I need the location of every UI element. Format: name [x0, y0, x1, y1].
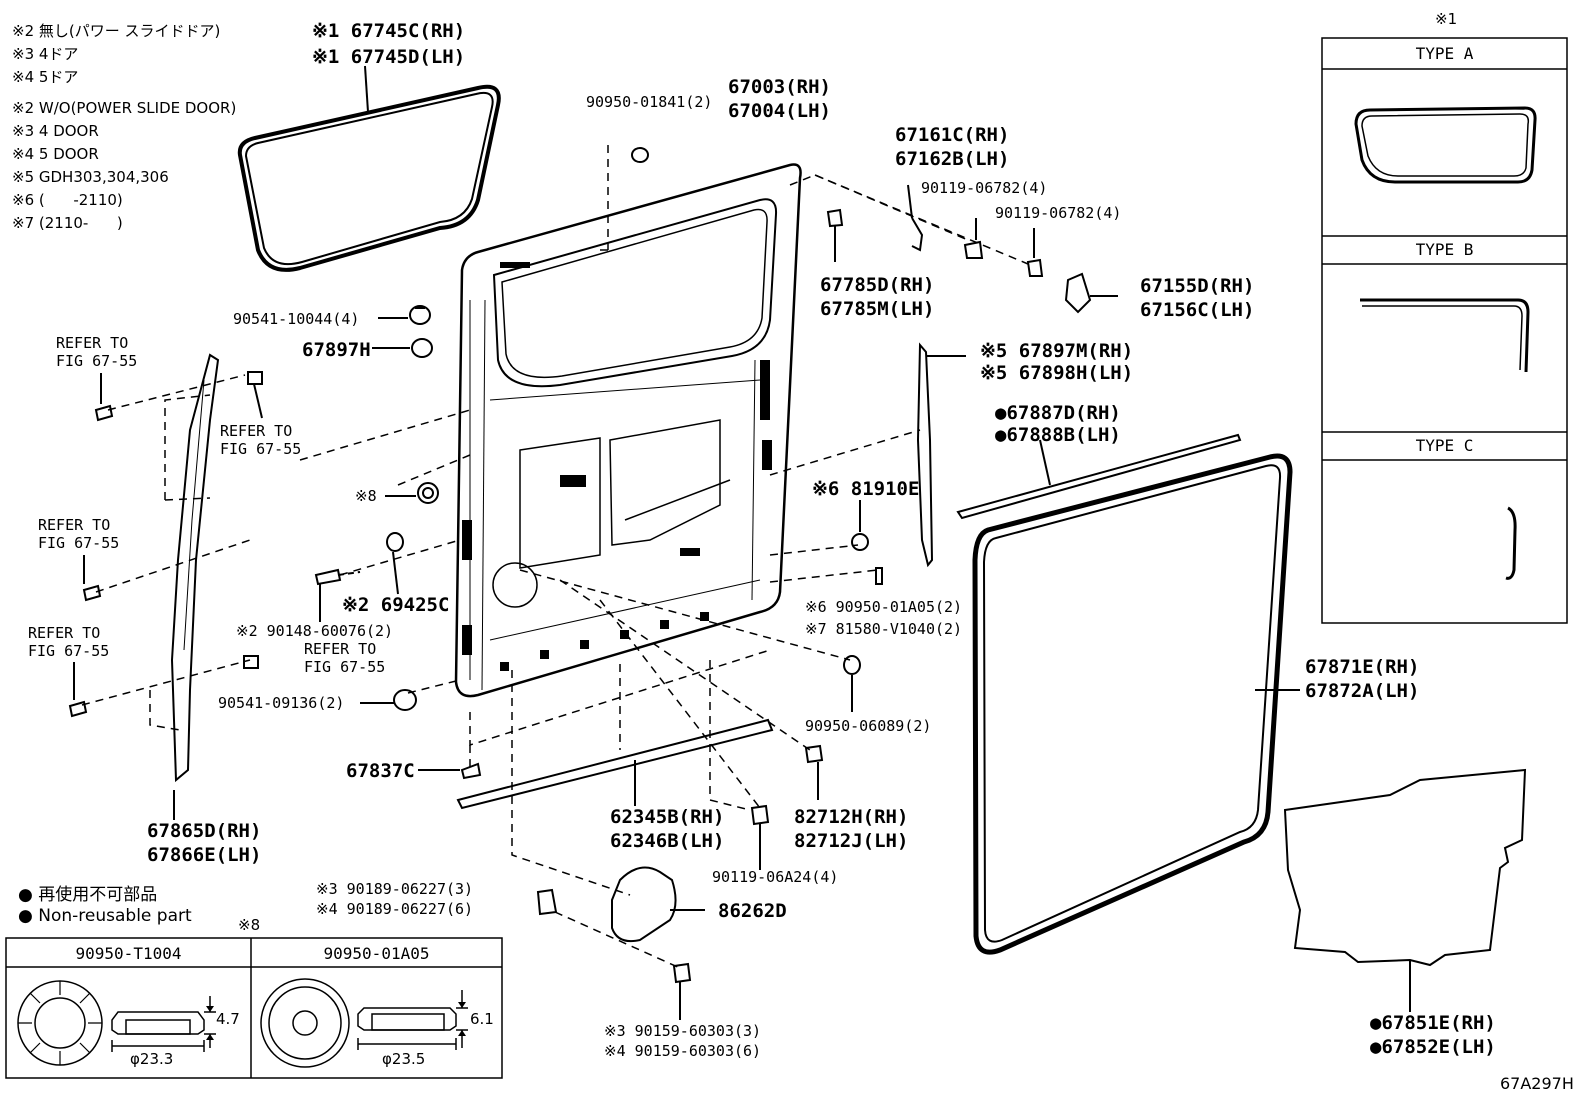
label-bolt-2: 90119-06782(4): [995, 204, 1122, 222]
legend-ja: ● 再使用不可部品: [18, 885, 158, 905]
label-screw-60303-4: ※4 90159-60303(6): [604, 1042, 762, 1060]
label-clip-09136: 90541-09136(2): [218, 694, 345, 712]
label-belt-weather-lh: ●67888B(LH): [995, 424, 1121, 446]
note-7: ※5 GDH303,304,306: [12, 168, 169, 186]
dim-dia-left: φ23.3: [130, 1050, 174, 1068]
label-clip-67837: 67837C: [346, 760, 415, 782]
service-cover-drawing: [611, 866, 677, 943]
label-garnish-lh: 67866E(LH): [147, 844, 262, 866]
note-4: ※2 W/O(POWER SLIDE DOOR): [12, 99, 237, 117]
label-garnish-rh: 67865D(RH): [147, 820, 262, 842]
label-refer2-b: FIG 67-55: [220, 440, 302, 458]
legend-en: ● Non-reusable part: [18, 906, 192, 926]
glass-weatherstrip-drawing: [237, 65, 501, 272]
label-refer5-b: FIG 67-55: [304, 658, 386, 676]
label-cushion: 67897H: [302, 339, 371, 361]
detail-part-left: 90950-T1004: [75, 944, 182, 963]
note-5: ※3 4 DOOR: [12, 122, 99, 140]
label-refer4-a: REFER TO: [28, 624, 101, 642]
label-plug-01a05: ※6 90950-01A05(2): [805, 598, 963, 616]
door-panel-drawing: [454, 163, 802, 698]
label-clip-06227-4: ※4 90189-06227(6): [316, 900, 474, 918]
label-hinge-upper-lh: 67162B(LH): [895, 148, 1010, 170]
label-mark-8: ※8: [355, 487, 377, 505]
label-hinge-upper-rh: 67161C(RH): [895, 124, 1010, 146]
dim-height-right: 6.1: [470, 1010, 494, 1028]
dim-dia-right: φ23.5: [382, 1050, 426, 1068]
note-9: ※7 (2110- ): [12, 214, 123, 232]
label-trim-rh: 62345B(RH): [610, 806, 725, 828]
label-hinge-lower-lh: 67156C(LH): [1140, 299, 1255, 321]
label-clip-4: 90541-10044(4): [233, 310, 360, 328]
legend-ja-text: 再使用不可部品: [38, 885, 158, 905]
label-seal-sheet-rh: ●67851E(RH): [1370, 1012, 1496, 1034]
note-3: ※4 5ドア: [12, 68, 79, 86]
label-refer2-a: REFER TO: [220, 422, 293, 440]
label-glass-weather-lh: ※1 67745D(LH): [312, 46, 466, 68]
type-a-title: TYPE A: [1415, 44, 1474, 63]
lower-trim-drawing: [456, 718, 774, 810]
type-c-title: TYPE C: [1415, 436, 1474, 455]
label-door-weather-rh: 67871E(RH): [1305, 656, 1420, 678]
belt-weatherstrip-drawing: [956, 433, 1242, 520]
detail-part-right: 90950-01A05: [323, 944, 430, 963]
label-plug-06089: 90950-06089(2): [805, 717, 932, 735]
seal-sheet-drawing: [1283, 768, 1527, 967]
label-bolt-1: 90119-06782(4): [921, 179, 1048, 197]
label-bumper-rh: 67785D(RH): [820, 274, 935, 296]
note-8: ※6 ( -2110): [12, 191, 123, 209]
dim-arrows: [206, 1002, 466, 1040]
label-door-weather-lh: 67872A(LH): [1305, 680, 1420, 702]
type-box-mark: ※1: [1435, 10, 1458, 28]
label-glass-weather-rh: ※1 67745C(RH): [312, 20, 466, 42]
label-bolt-06a24: 90119-06A24(4): [712, 868, 839, 886]
note-1: ※2 無し(パワー スライドドア): [12, 22, 221, 40]
label-stopper: ※2 69425C: [342, 594, 450, 616]
label-cover-86262: 86262D: [718, 900, 787, 922]
label-screw-60303-3: ※3 90159-60303(3): [604, 1022, 762, 1040]
type-box: [1321, 37, 1568, 624]
label-refer1-a: REFER TO: [56, 334, 129, 352]
label-seal-sheet-lh: ●67852E(LH): [1370, 1036, 1496, 1058]
label-plug-top: 90950-01841(2): [586, 93, 713, 111]
label-refer5-a: REFER TO: [304, 640, 377, 658]
label-trim-lh: 62346B(LH): [610, 830, 725, 852]
label-front-weather-lh: ※5 67898H(LH): [980, 362, 1134, 384]
label-bracket-81580: ※7 81580-V1040(2): [805, 620, 963, 638]
label-plug-81910: ※6 81910E: [812, 478, 920, 500]
label-hinge-lower-rh: 67155D(RH): [1140, 275, 1255, 297]
note-6: ※4 5 DOOR: [12, 145, 99, 163]
garnish-drawing: [170, 353, 220, 820]
label-bolt-90148: ※2 90148-60076(2): [236, 622, 394, 640]
type-b-title: TYPE B: [1415, 240, 1474, 259]
label-refer3-a: REFER TO: [38, 516, 111, 534]
dim-height-left: 4.7: [216, 1010, 240, 1028]
small-parts: [68, 147, 1118, 1020]
label-stopper-82712-rh: 82712H(RH): [794, 806, 909, 828]
label-panel-rh: 67003(RH): [728, 76, 831, 98]
label-bumper-lh: 67785M(LH): [820, 298, 935, 320]
note-2: ※3 4ドア: [12, 45, 79, 63]
label-stopper-82712-lh: 82712J(LH): [794, 830, 909, 852]
door-weatherstrip-drawing: [972, 453, 1300, 955]
label-belt-weather-rh: ●67887D(RH): [995, 402, 1121, 424]
figure-id: 67A297H: [1500, 1074, 1574, 1093]
legend-en-text: Non-reusable part: [38, 906, 192, 926]
front-weatherstrip-drawing: [916, 342, 934, 568]
label-front-weather-rh: ※5 67897M(RH): [980, 340, 1134, 362]
label-clip-06227-3: ※3 90189-06227(3): [316, 880, 474, 898]
label-refer4-b: FIG 67-55: [28, 642, 110, 660]
dashed-lines: [81, 145, 1029, 969]
label-panel-lh: 67004(LH): [728, 100, 831, 122]
detail-mark: ※8: [238, 916, 261, 934]
label-refer3-b: FIG 67-55: [38, 534, 120, 552]
label-refer1-b: FIG 67-55: [56, 352, 138, 370]
